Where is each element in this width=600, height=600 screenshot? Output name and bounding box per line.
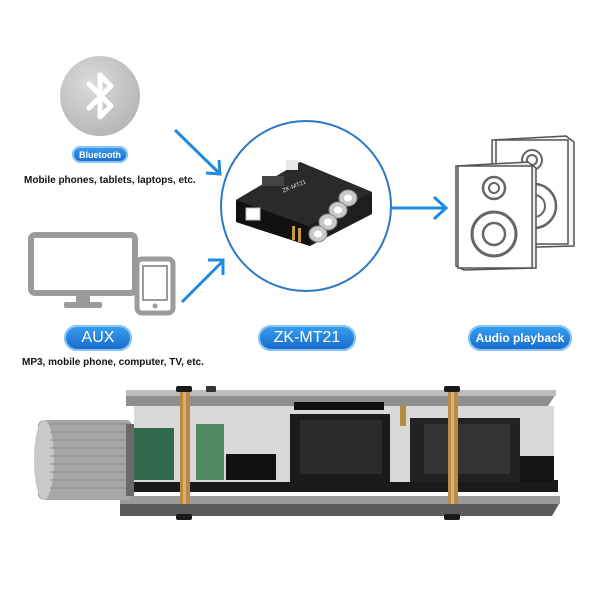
amplifier-board-icon <box>236 160 372 246</box>
aux-badge: AUX <box>64 325 132 351</box>
arrow-aux-to-module <box>180 260 224 304</box>
bluetooth-icon <box>86 72 114 120</box>
arrowhead-3 <box>432 195 449 221</box>
speaker-icon <box>455 135 575 271</box>
arrowhead-2 <box>208 258 225 275</box>
smartphone-icon <box>134 256 176 316</box>
bluetooth-icon-circle <box>60 56 140 136</box>
module-circle: ZK-MT21 <box>220 120 392 292</box>
bluetooth-badge: Bluetooth <box>72 146 128 163</box>
product-side-photo <box>34 386 560 520</box>
bluetooth-caption: Mobile phones, tablets, laptops, etc. <box>24 175 196 186</box>
device-badge: ZK-MT21 <box>258 325 356 351</box>
arrow-bluetooth-to-module <box>173 128 220 174</box>
aux-caption: MP3, mobile phone, computer, TV, etc. <box>22 357 204 368</box>
arrowhead-1 <box>205 159 222 176</box>
output-badge: Audio playback <box>468 325 572 351</box>
